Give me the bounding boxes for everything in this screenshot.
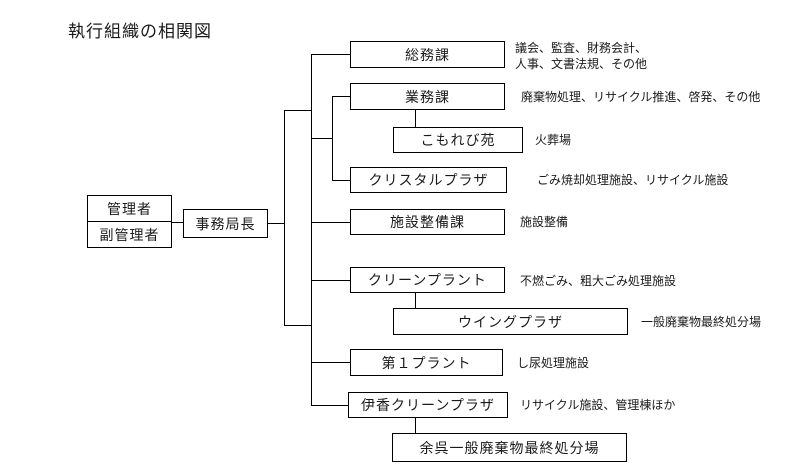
desc-general-affairs: 議会、監査、財務会計、 人事、文書法規、その他: [515, 41, 648, 71]
node-facility-maintenance-division: 施設整備課: [350, 209, 505, 235]
connector-manager-secretary: [172, 222, 183, 223]
node-wing-plaza: ウイングプラザ: [393, 308, 628, 335]
desc-komorebi-en: 火葬場: [535, 133, 572, 147]
desc-crystal-plaza: ごみ焼却処理施設、リサイクル施設: [537, 173, 729, 187]
connector-bridge-top: [284, 110, 312, 111]
node-deputy-manager: 副管理者: [87, 221, 172, 248]
connector-to-ika-clean-plaza: [311, 405, 348, 406]
desc-plant-no1: し尿処理施設: [517, 356, 590, 370]
connector-to-general-affairs: [311, 54, 350, 55]
connector-trunk-a: [284, 110, 285, 326]
node-clean-plant: クリーンプラント: [350, 267, 505, 293]
connector-to-operations: [332, 96, 350, 97]
connector-to-facility-maintenance: [311, 222, 350, 223]
node-manager: 管理者: [87, 195, 172, 222]
node-operations-division: 業務課: [350, 83, 505, 110]
connector-cleanplant-wingplaza: [415, 293, 416, 308]
connector-bracket: [332, 96, 333, 181]
connector-to-bracket: [311, 138, 332, 139]
node-plant-no1: 第１プラント: [350, 349, 503, 376]
connector-trunk-b: [311, 54, 312, 406]
connector-to-plant-no1: [311, 362, 350, 363]
node-komorebi-en: こもれび苑: [393, 127, 523, 153]
node-ika-clean-plaza: 伊香クリーンプラザ: [348, 392, 508, 418]
node-crystal-plaza: クリスタルプラザ: [350, 167, 507, 193]
node-yogo-final-disposal-site: 余呉一般廃棄物最終処分場: [392, 433, 627, 462]
desc-clean-plant: 不燃ごみ、粗大ごみ処理施設: [520, 274, 677, 288]
connector-to-clean-plant: [311, 280, 350, 281]
connector-ika-yogo: [415, 418, 416, 433]
page-title: 執行組織の相関図: [68, 22, 212, 41]
desc-ika-clean-plaza: リサイクル施設、管理棟ほか: [520, 398, 676, 412]
desc-wing-plaza: 一般廃棄物最終処分場: [641, 315, 762, 329]
node-secretary-general: 事務局長: [183, 209, 268, 238]
node-general-affairs-division: 総務課: [350, 41, 505, 68]
connector-secretary-trunk: [268, 223, 285, 224]
connector-bridge-bottom: [284, 325, 312, 326]
connector-operations-komorebi: [415, 110, 416, 127]
desc-facility-maintenance: 施設整備: [520, 215, 569, 229]
desc-operations: 廃棄物処理、リサイクル推進、啓発、その他: [521, 90, 761, 104]
connector-to-crystal-plaza: [332, 180, 350, 181]
